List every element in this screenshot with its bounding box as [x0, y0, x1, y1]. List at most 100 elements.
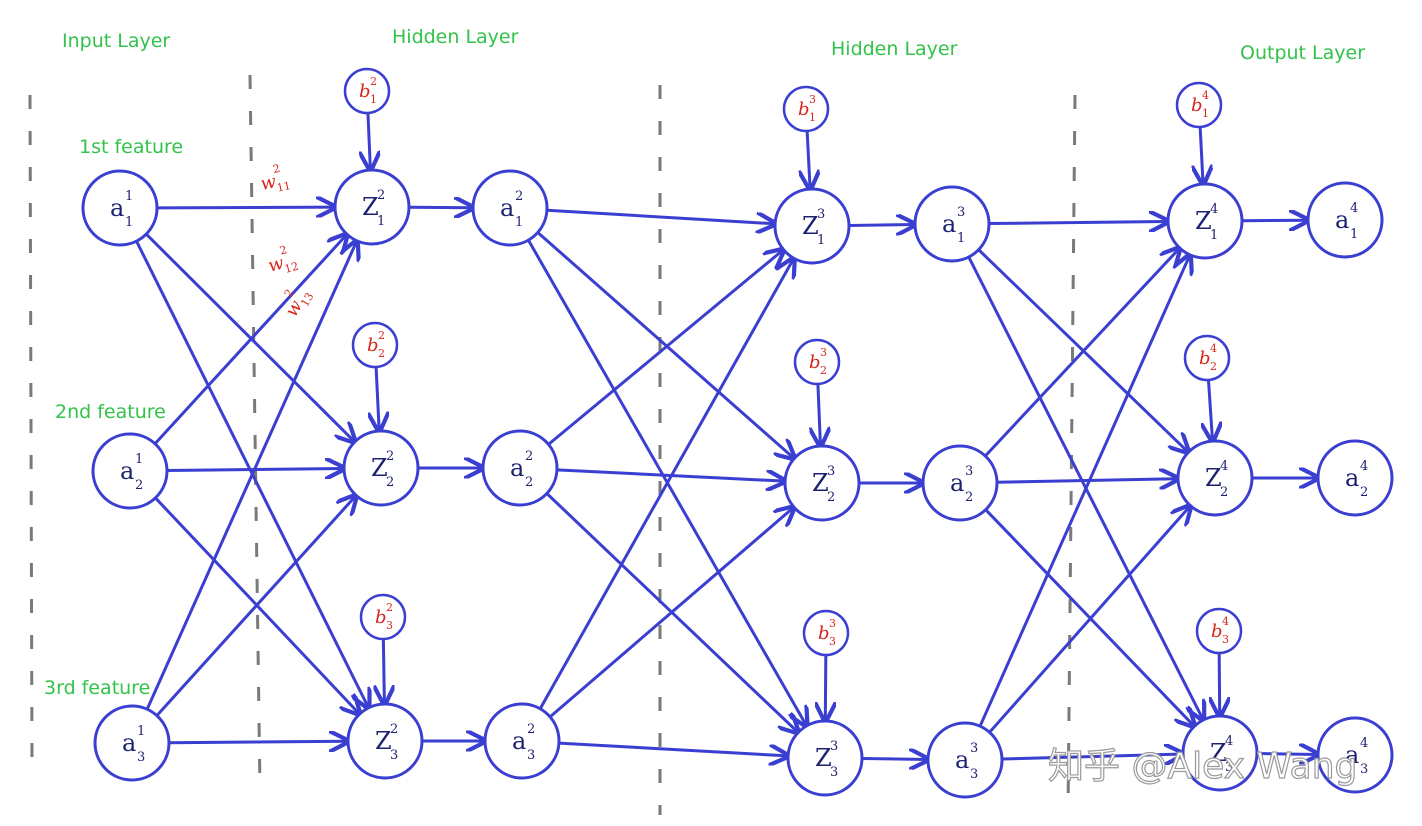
node-circle — [93, 704, 171, 782]
divider-line — [248, 74, 262, 791]
bias-symbol: b — [359, 81, 371, 102]
bias-symbol: b — [818, 623, 830, 644]
weight-edge — [145, 241, 357, 710]
node-subscript: 2 — [135, 478, 143, 493]
weight-edge — [558, 741, 788, 756]
feature-label-2: 2nd feature — [55, 401, 166, 423]
node-circle — [91, 432, 169, 510]
node-circle — [471, 169, 549, 247]
node-symbol: Z — [375, 727, 392, 755]
node-superscript: 2 — [377, 188, 385, 203]
z-node: Z43 — [1181, 714, 1259, 792]
activation-edge — [848, 225, 915, 226]
weight-symbol: w — [259, 171, 279, 195]
watermark: 知乎 @Alex Wang — [1048, 746, 1357, 787]
node-circle — [1181, 714, 1259, 792]
weight-edge — [978, 255, 1190, 727]
layer-label-hidden-2: Hidden Layer — [831, 38, 958, 60]
node-circle — [483, 702, 561, 780]
feature-label-1: 1st feature — [79, 136, 183, 158]
node-subscript: 2 — [827, 490, 835, 505]
bias-edge — [383, 638, 384, 704]
node-circle — [913, 185, 991, 263]
bias-superscript: 2 — [370, 75, 377, 88]
node-symbol: a — [120, 457, 134, 485]
bias-symbol: b — [1191, 95, 1203, 116]
weight-edge — [547, 250, 783, 446]
bias-symbol: b — [367, 335, 379, 356]
bias-superscript: 2 — [386, 601, 393, 614]
node-symbol: a — [122, 729, 136, 757]
z-node: Z23 — [346, 702, 424, 780]
z-node: Z22 — [342, 429, 420, 507]
weight-superscript: 2 — [282, 287, 297, 300]
bias-subscript: 2 — [820, 364, 827, 377]
node-circle — [783, 444, 861, 522]
node-circle — [481, 429, 559, 507]
weight-subscript: 11 — [276, 179, 292, 195]
bias-circle — [1175, 81, 1223, 129]
bias-superscript: 3 — [829, 617, 836, 630]
node-circle — [926, 721, 1004, 799]
node-symbol: Z — [815, 744, 832, 772]
bias-subscript: 2 — [378, 347, 385, 360]
node-circle — [342, 429, 420, 507]
weight-edge — [988, 221, 1168, 223]
node-subscript: 3 — [527, 748, 535, 763]
node-superscript: 2 — [515, 189, 523, 204]
bias-symbol: b — [375, 607, 387, 628]
layer-label-input: Input Layer — [62, 30, 170, 52]
node-superscript: 4 — [1360, 459, 1368, 474]
node-symbol: a — [512, 727, 526, 755]
weight-edge — [988, 506, 1191, 734]
node-subscript: 2 — [965, 490, 973, 505]
node-superscript: 2 — [390, 722, 398, 737]
weight-superscript: 2 — [272, 162, 282, 176]
node-subscript: 1 — [957, 231, 965, 246]
node-subscript: 1 — [125, 215, 133, 230]
node-symbol: Z — [802, 212, 819, 240]
node-label: Z33 — [815, 739, 838, 780]
node-symbol: a — [1345, 464, 1359, 492]
node-symbol: a — [955, 746, 969, 774]
feature-label-3: 3rd feature — [44, 677, 150, 699]
z-node: Z31 — [773, 187, 851, 265]
weight-edge — [996, 479, 1178, 483]
node-subscript: 2 — [1220, 485, 1228, 500]
weight-edge — [1001, 754, 1183, 759]
node-subscript: 2 — [386, 475, 394, 490]
z-node: Z41 — [1166, 182, 1244, 260]
weight-edge — [153, 234, 347, 445]
bias-superscript: 4 — [1210, 342, 1217, 355]
bias-superscript: 3 — [820, 346, 827, 359]
node-superscript: 4 — [1210, 202, 1218, 217]
node-symbol: Z — [812, 469, 829, 497]
bias-superscript: 4 — [1202, 89, 1209, 102]
node-circle — [773, 187, 851, 265]
node-label: Z42 — [1205, 459, 1228, 500]
bias-circle — [793, 338, 841, 386]
